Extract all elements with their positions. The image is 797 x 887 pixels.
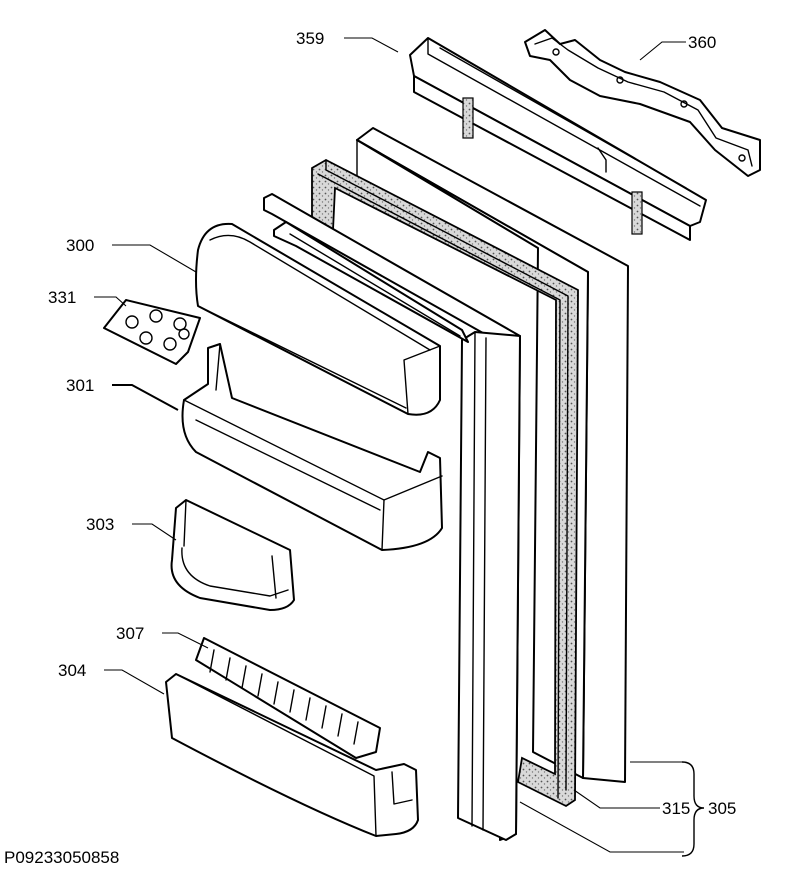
callout-331: 331: [48, 288, 76, 307]
leader-lines: [94, 37, 686, 853]
brace-305: [681, 761, 705, 857]
callout-303: 303: [86, 515, 114, 534]
bottom-shelf-304: [165, 673, 419, 837]
callout-labels: 359 360 300 331 301 303 307 304 315 305: [48, 29, 736, 818]
callout-301: 301: [66, 376, 94, 395]
door-shelf-301: [181, 343, 443, 551]
dairy-compartment-300: [195, 222, 441, 416]
callout-359: 359: [296, 29, 324, 48]
callout-315: 315: [662, 799, 690, 818]
callout-304: 304: [58, 661, 86, 680]
hinge-cover-359: [409, 37, 707, 241]
hinge-bracket-360: [524, 29, 761, 177]
callout-360: 360: [688, 33, 716, 52]
callout-305: 305: [708, 799, 736, 818]
egg-tray-331: [103, 299, 201, 365]
bottle-shelf-303: [170, 499, 295, 611]
bottle-retainer-307: [195, 637, 381, 759]
callout-300: 300: [66, 236, 94, 255]
document-id: P09233050858: [4, 848, 120, 867]
callout-307: 307: [116, 624, 144, 643]
door-inner-liner: [263, 193, 521, 841]
retainer-slats: [209, 649, 359, 745]
